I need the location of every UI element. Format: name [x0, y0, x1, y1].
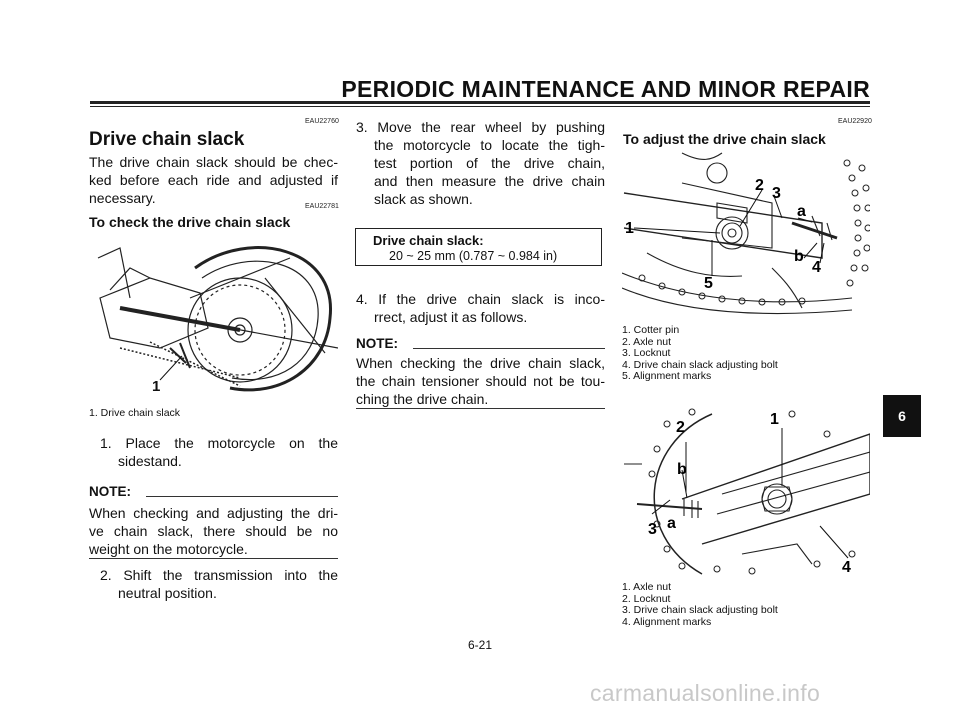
note-text: When checking and adjusting the dri- ve … — [89, 505, 338, 557]
chain-adjuster-figure-1: 1 2 3 a b 4 5 — [622, 152, 870, 315]
subsection-code: EAU22781 — [305, 203, 339, 210]
step-4: 4. If the drive chain slack is inco- rre… — [356, 291, 605, 325]
note-text-2: When checking the drive chain slack, the… — [356, 355, 605, 407]
note-rule-2 — [413, 348, 605, 349]
intro-paragraph: The drive chain slack should be chec- ke… — [89, 154, 338, 206]
drive-chain-slack-figure: 1 — [97, 246, 338, 395]
figure-1-captions: 1. Cotter pin 2. Axle nut 3. Locknut 4. … — [622, 324, 778, 382]
spec-box: Drive chain slack: 20 ~ 25 mm (0.787 ~ 0… — [355, 228, 602, 266]
page-header-title: PERIODIC MAINTENANCE AND MINOR REPAIR — [341, 76, 870, 102]
watermark-text: carmanualsonline.info — [590, 680, 821, 706]
chapter-tab: 6 — [883, 395, 921, 437]
spec-label: Drive chain slack: — [373, 233, 484, 248]
header-rule-thick — [90, 101, 870, 104]
note-label: NOTE: — [89, 484, 131, 499]
fig1-callout-b: b — [794, 248, 804, 265]
fig1-callout-2: 2 — [755, 177, 764, 194]
fig2-callout-3: 3 — [648, 521, 657, 538]
fig1-callout-4: 4 — [812, 259, 821, 276]
fig1-callout-1: 1 — [625, 220, 634, 237]
figure-2-captions: 1. Axle nut 2. Locknut 3. Drive chain sl… — [622, 581, 778, 628]
right-section-code: EAU22920 — [838, 118, 872, 125]
spec-value: 20 ~ 25 mm (0.787 ~ 0.984 in) — [389, 249, 558, 263]
section-code: EAU22760 — [305, 118, 339, 125]
step-2: 2. Shift the transmission into the neutr… — [100, 567, 338, 601]
fig1-callout-a: a — [797, 203, 806, 220]
fig2-callout-4: 4 — [842, 559, 851, 576]
note-rule — [146, 496, 338, 497]
fig1-callout-5: 5 — [704, 275, 713, 292]
fig1-callout-3: 3 — [772, 185, 781, 202]
note-end-rule-2 — [356, 408, 605, 409]
fig2-callout-1: 1 — [770, 411, 779, 428]
adjust-title: To adjust the drive chain slack — [623, 131, 826, 147]
fig2-callout-2: 2 — [676, 419, 685, 436]
page-number: 6-21 — [467, 638, 493, 652]
chain-adjuster-figure-2: 1 2 b a 3 4 — [624, 408, 870, 576]
section-title: Drive chain slack — [89, 129, 245, 150]
figure-caption: 1. Drive chain slack — [89, 407, 181, 419]
fig2-callout-a: a — [667, 515, 676, 532]
note-end-rule — [89, 558, 338, 559]
step-1: 1. Place the motorcycle on the sidestand… — [100, 435, 338, 469]
header-rule-thin — [90, 106, 870, 107]
fig2-callout-b: b — [677, 461, 687, 478]
callout-1: 1 — [152, 378, 160, 395]
step-3: 3. Move the rear wheel by pushing the mo… — [356, 119, 605, 207]
subsection-title: To check the drive chain slack — [89, 214, 291, 230]
note-label-2: NOTE: — [356, 336, 398, 351]
